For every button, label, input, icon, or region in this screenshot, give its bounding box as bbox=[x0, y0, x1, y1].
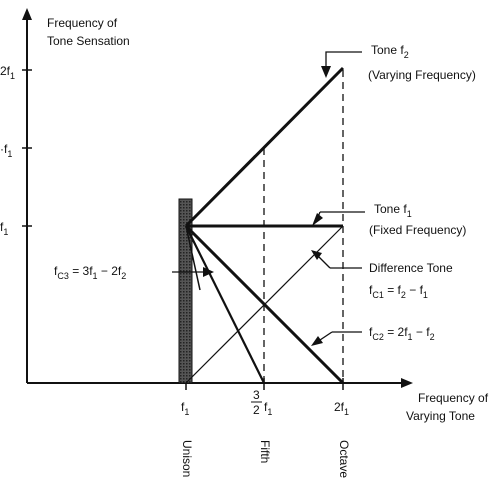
fc3-short-line bbox=[185, 225, 201, 291]
x-axis-arrow bbox=[401, 378, 413, 388]
difference-tone-leader-tip bbox=[317, 255, 331, 269]
x-tick-label-fifth-den: 2 bbox=[253, 403, 260, 417]
x-tick-label-octave: 2f1 bbox=[334, 400, 349, 417]
x-tick-label-f1: f1 bbox=[181, 400, 189, 417]
tone-f1-sublabel: (Fixed Frequency) bbox=[369, 223, 466, 237]
interval-fifth: Fifth bbox=[258, 440, 272, 463]
tone-f2-arrowhead bbox=[321, 66, 331, 78]
fc2-leader-tip bbox=[319, 331, 333, 341]
interval-octave: Octave bbox=[337, 440, 351, 478]
tone-f2-line bbox=[184, 66, 345, 228]
fc2-arrowhead bbox=[311, 336, 323, 346]
difference-tone-arrowhead bbox=[311, 250, 322, 260]
interval-unison: Unison bbox=[180, 440, 194, 477]
x-axis-title-line1: Frequency of bbox=[418, 391, 489, 405]
x-axis-title-line2: Varying Tone bbox=[406, 409, 475, 423]
tone-f2-sublabel: (Varying Frequency) bbox=[368, 68, 476, 82]
y-axis-title-line1: Frequency of bbox=[47, 16, 118, 30]
fc3-line bbox=[185, 225, 265, 384]
fc2-line bbox=[184, 224, 345, 385]
x-tick-label-fifth-main: f1 bbox=[264, 400, 272, 417]
difference-tone-label: Difference Tone bbox=[369, 261, 453, 275]
tone-f1-label: Tone f1 bbox=[374, 202, 412, 219]
fc2-label: fC2 = 2f1 − f2 bbox=[369, 325, 435, 342]
y-tick-label-mid: ·f1 bbox=[0, 142, 12, 159]
y-axis-title-line2: Tone Sensation bbox=[47, 34, 130, 48]
unison-bar bbox=[178, 198, 193, 384]
y-tick-label-f1: f1 bbox=[0, 220, 8, 237]
fc3-arrowhead bbox=[203, 267, 214, 277]
tone-f2-label: Tone f2 bbox=[371, 43, 409, 60]
difference-tone-equation: fC1 = f2 − f1 bbox=[369, 283, 428, 300]
y-axis-arrow bbox=[22, 8, 32, 20]
x-tick-label-fifth-num: 3 bbox=[253, 388, 260, 402]
fc3-label: fC3 = 3f1 − 2f2 bbox=[54, 264, 126, 281]
tone-f1-leader-tip bbox=[315, 211, 321, 223]
tone-f2-leader bbox=[325, 51, 362, 68]
y-tick-label-2f1: 2f1 bbox=[0, 64, 15, 81]
